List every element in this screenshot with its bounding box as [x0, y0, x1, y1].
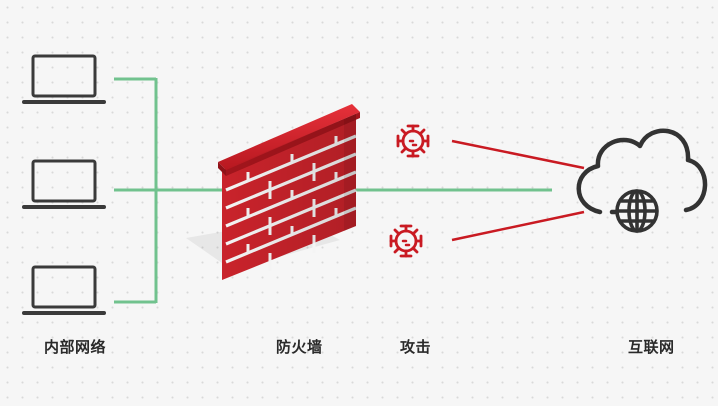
laptop-icon [22, 265, 106, 315]
virus-icon [396, 124, 430, 158]
internal-network-label: 内部网络 [44, 338, 107, 356]
attack-label: 攻击 [400, 338, 432, 356]
laptop-icon [22, 159, 106, 209]
globe-icon [615, 189, 659, 233]
laptop-icon [22, 54, 106, 104]
attack-line-lower [451, 210, 585, 242]
virus-icon [389, 224, 423, 258]
internal-connectors [114, 77, 552, 304]
internet-label: 互联网 [628, 338, 675, 356]
firewall-label: 防火墙 [276, 338, 323, 356]
attack-line-upper [451, 139, 585, 170]
brick-wall-icon [186, 104, 360, 280]
attack-lines [451, 139, 585, 242]
